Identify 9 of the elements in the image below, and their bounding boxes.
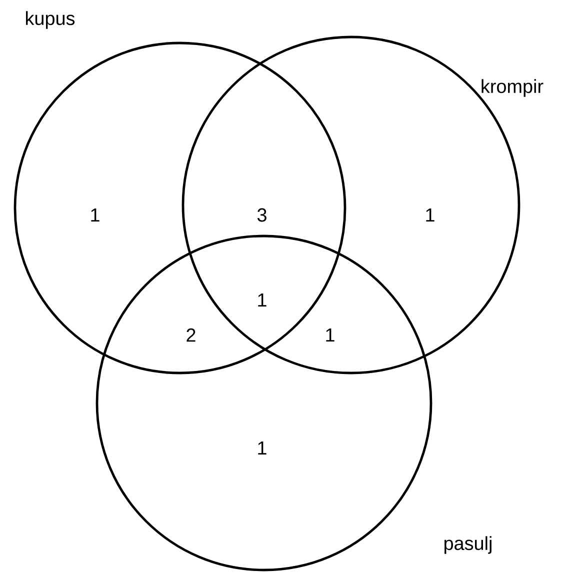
region-count: 1 — [91, 208, 100, 222]
node-label: kupus — [26, 11, 75, 29]
node-label: pasulj — [444, 536, 492, 554]
region-count: 1 — [258, 294, 266, 307]
region-count: 1 — [326, 328, 334, 342]
region-count: 1 — [426, 208, 434, 222]
region-count: 2 — [186, 328, 196, 342]
region-count: 3 — [257, 208, 266, 222]
region-count: 1 — [258, 442, 266, 454]
